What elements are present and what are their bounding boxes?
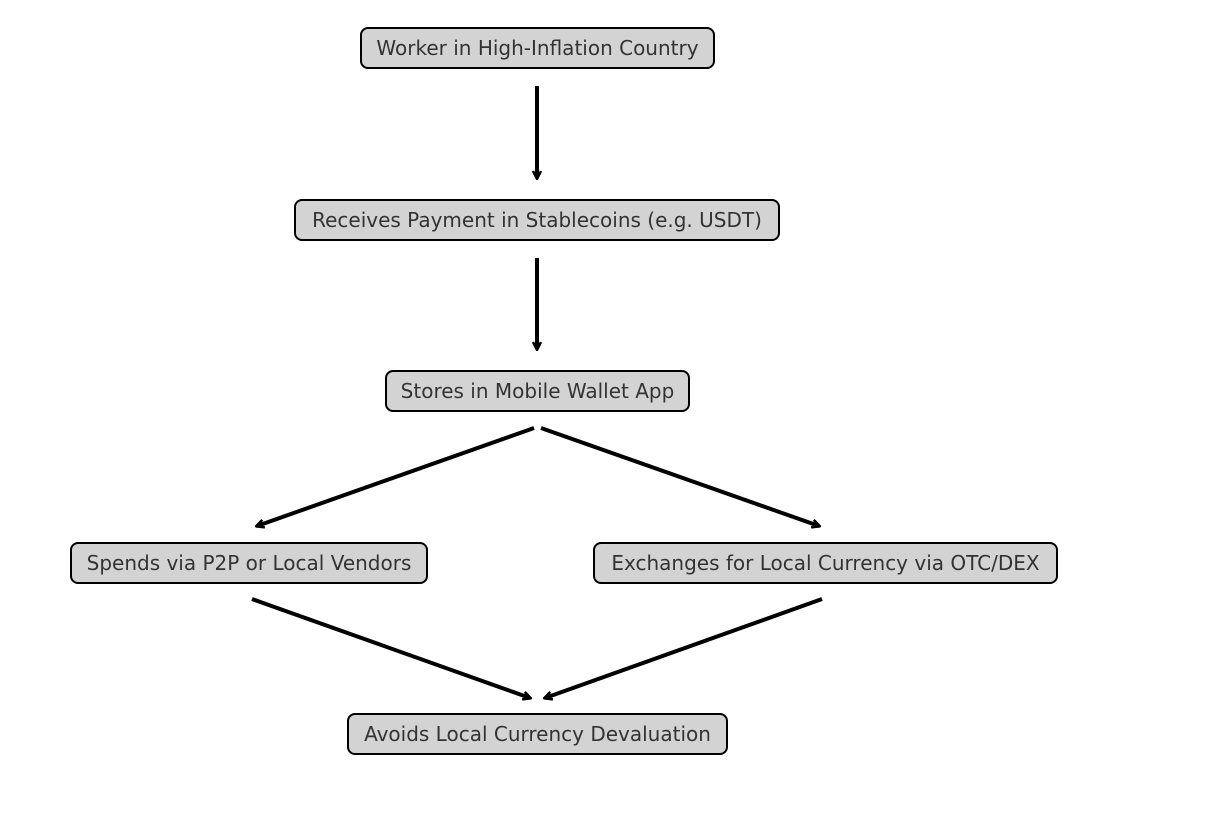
arrow-wallet-to-spend [257,426,535,526]
node-worker: Worker in High-Inflation Country [360,27,715,69]
node-payment: Receives Payment in Stablecoins (e.g. US… [294,199,780,241]
arrow-wallet-to-exchange [540,426,819,526]
node-outcome: Avoids Local Currency Devaluation [347,713,728,755]
node-exchange: Exchanges for Local Currency via OTC/DEX [593,542,1058,584]
node-wallet: Stores in Mobile Wallet App [385,370,690,412]
node-spend: Spends via P2P or Local Vendors [70,542,428,584]
arrow-exchange-to-outcome [545,597,823,698]
arrow-spend-to-outcome [251,597,530,698]
